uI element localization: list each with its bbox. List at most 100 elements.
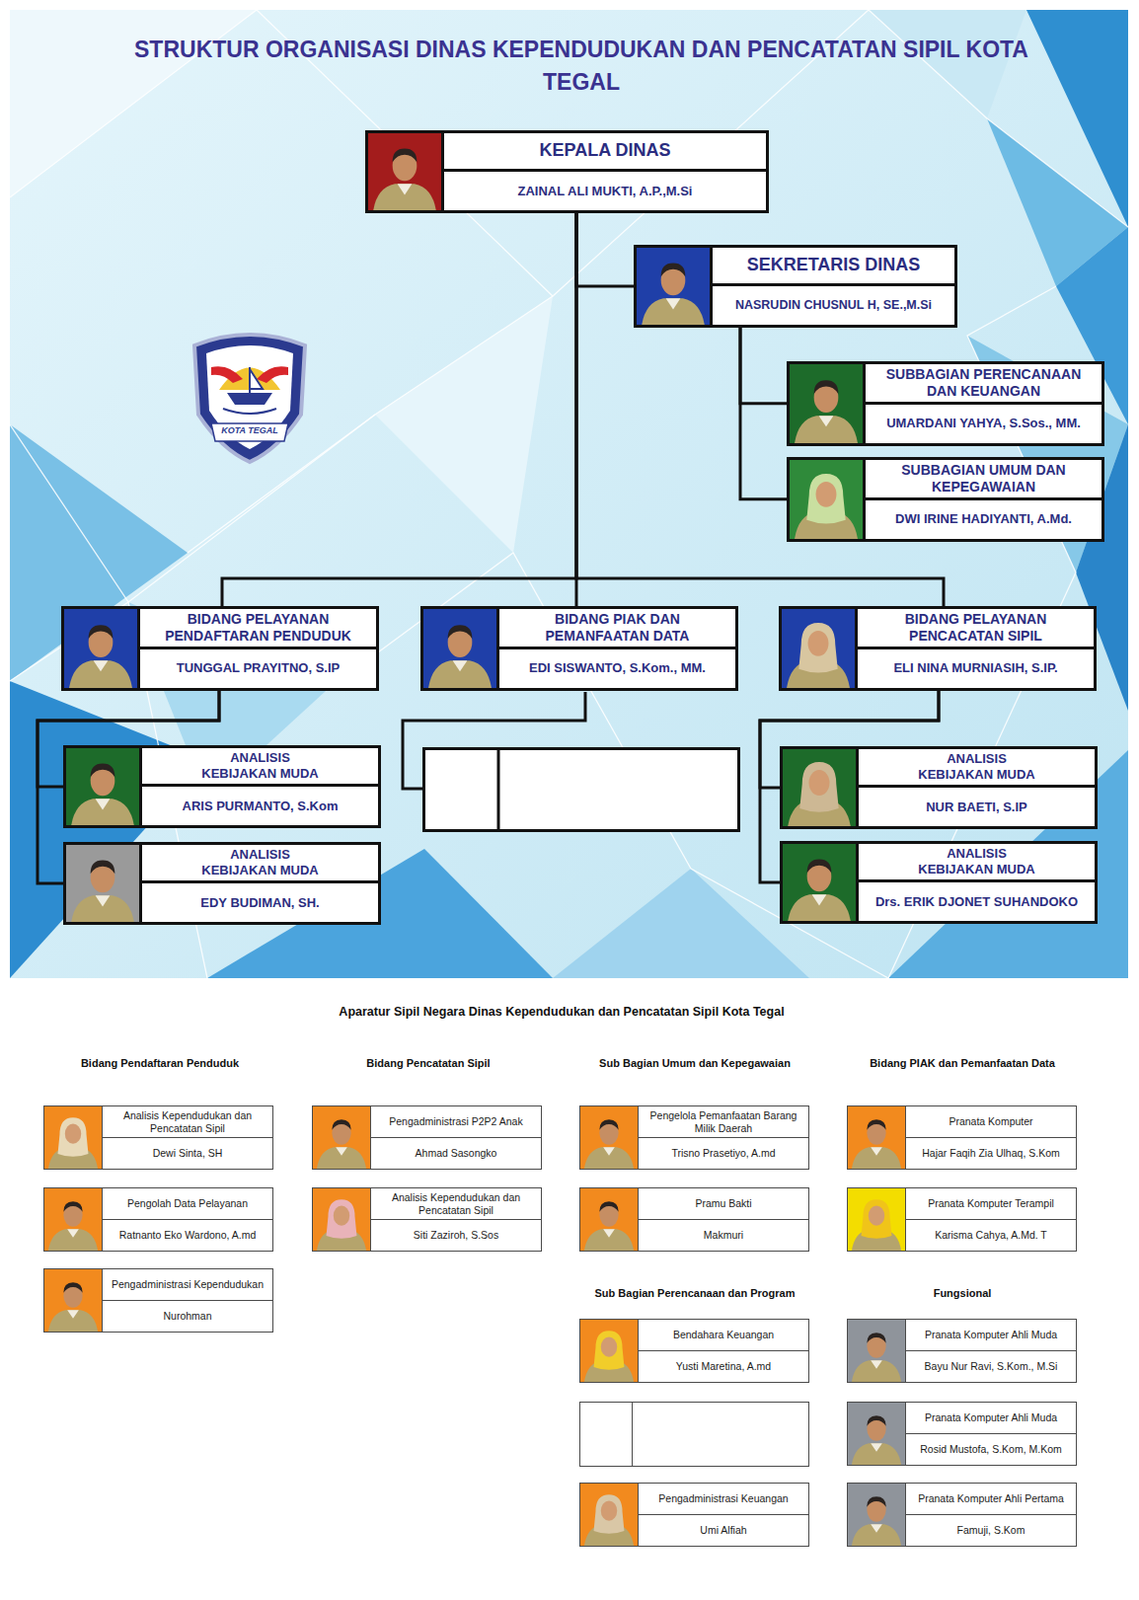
uniform [316, 1146, 367, 1169]
text-cell: ANALISIS KEBIJAKAN MUDA [858, 843, 1095, 883]
face [601, 1500, 617, 1520]
photo-drawing [423, 608, 497, 688]
uniform [584, 1146, 634, 1169]
person-box: Pranata Komputer Ahli MudaBayu Nur Ravi,… [846, 1318, 1077, 1383]
photo-ground [64, 608, 138, 688]
person-box: Pengadministrasi KependudukanNurohman [43, 1268, 274, 1333]
photo-ground [847, 1188, 906, 1251]
section-heading: Bidang Pencatatan Sipil [299, 1057, 558, 1070]
text-column: Pranata Komputer TerampilKarisma Cahya, … [906, 1188, 1076, 1251]
person-box: Pranata Komputer TerampilKarisma Cahya, … [846, 1187, 1077, 1252]
position-title: Pranata Komputer [948, 1115, 1033, 1129]
photo-ground [789, 364, 863, 444]
person-box: SUBBAGIAN UMUM DAN KEPEGAWAIANDWI IRINE … [786, 456, 1105, 542]
person-name: ZAINAL ALI MUKTI, A.P.,M.Si [518, 183, 693, 200]
headscarf [799, 761, 838, 813]
photo-drawing [847, 1106, 906, 1169]
hair [331, 1119, 351, 1131]
text-column: Pranata KomputerHajar Faqih Zia Ulhaq, S… [906, 1106, 1076, 1169]
person-box: SEKRETARIS DINASNASRUDIN CHUSNUL H, SE.,… [633, 244, 958, 328]
text-column: BIDANG PIAK DAN PEMANFAATAN DATAEDI SISW… [499, 608, 736, 688]
position-title: BIDANG PELAYANAN PENDAFTARAN PENDUDUK [146, 610, 371, 645]
collar [666, 298, 682, 309]
photo-drawing [782, 749, 856, 827]
text-cell: Drs. ERIK DJONET SUHANDOKO [858, 882, 1095, 921]
person-name: EDI SISWANTO, S.Kom., MM. [529, 660, 706, 677]
bg-shape [9, 681, 208, 979]
person-name: UMARDANI YAHYA, S.Sos., MM. [886, 415, 1081, 432]
uniform [71, 895, 135, 922]
text-cell: Makmuri [638, 1219, 809, 1251]
person-photo [312, 1106, 372, 1169]
photo-ground [312, 1106, 371, 1169]
person-name: Siti Zaziroh, S.Sos [413, 1228, 499, 1242]
text-cell: ZAINAL ALI MUKTI, A.P.,M.Si [444, 171, 766, 211]
text-cell: BIDANG PELAYANAN PENCACATAN SIPIL [857, 608, 1094, 650]
text-cell: ARIS PURMANTO, S.Kom [142, 786, 379, 826]
text-cell: EDI SISWANTO, S.Kom., MM. [499, 649, 736, 688]
person-box: Pranata KomputerHajar Faqih Zia Ulhaq, S… [846, 1105, 1077, 1170]
collar [397, 183, 413, 195]
person-name: Drs. ERIK DJONET SUHANDOKO [875, 894, 1078, 911]
person-photo [782, 749, 859, 827]
text-cell: ANALISIS KEBIJAKAN MUDA [142, 748, 379, 787]
person-box: Pramu BaktiMakmuri [579, 1187, 810, 1252]
person-photo [66, 748, 143, 826]
person-photo [636, 247, 713, 325]
collar [819, 415, 835, 427]
text-column: Bendahara KeuanganYusti Maretina, A.md [638, 1319, 809, 1382]
photo-drawing [44, 1188, 102, 1251]
org-connector [222, 213, 577, 607]
person-box: Bendahara KeuanganYusti Maretina, A.md [579, 1318, 810, 1383]
text-cell: Pengadministrasi Keuangan [638, 1483, 809, 1516]
hair [599, 1201, 618, 1213]
text-cell: Nurohman [102, 1300, 273, 1332]
photo-ground [580, 1188, 638, 1251]
position-title: Pengolah Data Pelayanan [127, 1197, 248, 1211]
text-column: Pranata Komputer Ahli PertamaFamuji, S.K… [906, 1483, 1076, 1546]
text-cell: Rosid Mustofa, S.Kom, M.Kom [906, 1434, 1076, 1465]
person-box: Pengolah Data PelayananRatnanto Eko Ward… [43, 1187, 274, 1252]
text-cell: Umi Alfiah [638, 1515, 809, 1546]
uniform [48, 1309, 98, 1332]
position-title: SUBBAGIAN UMUM DAN KEPEGAWAIAN [877, 461, 1090, 496]
person-box: BIDANG PELAYANAN PENDAFTARAN PENDUDUKTUN… [61, 606, 380, 691]
text-column: BIDANG PELAYANAN PENDAFTARAN PENDUDUKTUN… [140, 608, 377, 688]
text-column: Pengadministrasi KependudukanNurohman [102, 1269, 273, 1332]
background-panel [9, 9, 1129, 979]
hair [63, 1282, 82, 1293]
text-column: SUBBAGIAN UMUM DAN KEPEGAWAIANDWI IRINE … [865, 459, 1102, 539]
collar [95, 798, 111, 810]
photo-ground [66, 844, 140, 922]
emblem-ribbon-text: KOTA TEGAL [214, 425, 286, 437]
position-title: Pranata Komputer Terampil [927, 1197, 1055, 1211]
photo-ground [782, 749, 856, 827]
person-name: Ahmad Sasongko [415, 1146, 498, 1160]
person-photo [312, 1188, 372, 1251]
bg-shape [868, 9, 1027, 119]
text-column: Pengolah Data PelayananRatnanto Eko Ward… [102, 1188, 273, 1251]
person-box: Analisis Kependudukan dan Pencatatan Sip… [43, 1105, 274, 1170]
photo-ground [44, 1269, 102, 1332]
photo-drawing [847, 1319, 906, 1382]
headscarf [594, 1330, 625, 1370]
text-cell: SUBBAGIAN UMUM DAN KEPEGAWAIAN [865, 459, 1102, 501]
text-column: Pengadministrasi P2P2 AnakAhmad Sasongko [371, 1106, 541, 1169]
person-name: Yusti Maretina, A.md [676, 1360, 771, 1373]
hair [814, 379, 839, 394]
person-box: SUBBAGIAN PERENCANAAN DAN KEUANGAN UMARDA… [786, 361, 1105, 447]
text-cell: Dewi Sinta, SH [102, 1138, 273, 1169]
text-cell: NUR BAETI, S.IP [858, 787, 1095, 827]
person-photo [847, 1402, 907, 1465]
photo-drawing [66, 748, 140, 826]
person-name: Trisno Prasetiyo, A.md [671, 1146, 775, 1160]
position-title: SUBBAGIAN PERENCANAAN DAN KEUANGAN [877, 366, 1090, 400]
text-cell: Ahmad Sasongko [371, 1138, 541, 1169]
person-photo [580, 1188, 639, 1251]
uniform [851, 1523, 902, 1546]
person-name: Bayu Nur Ravi, S.Kom., M.Si [924, 1360, 1059, 1373]
person-box: BIDANG PELAYANAN PENCACATAN SIPILELI NIN… [778, 606, 1097, 691]
org-connector [576, 213, 634, 287]
photo-ground [636, 247, 710, 325]
